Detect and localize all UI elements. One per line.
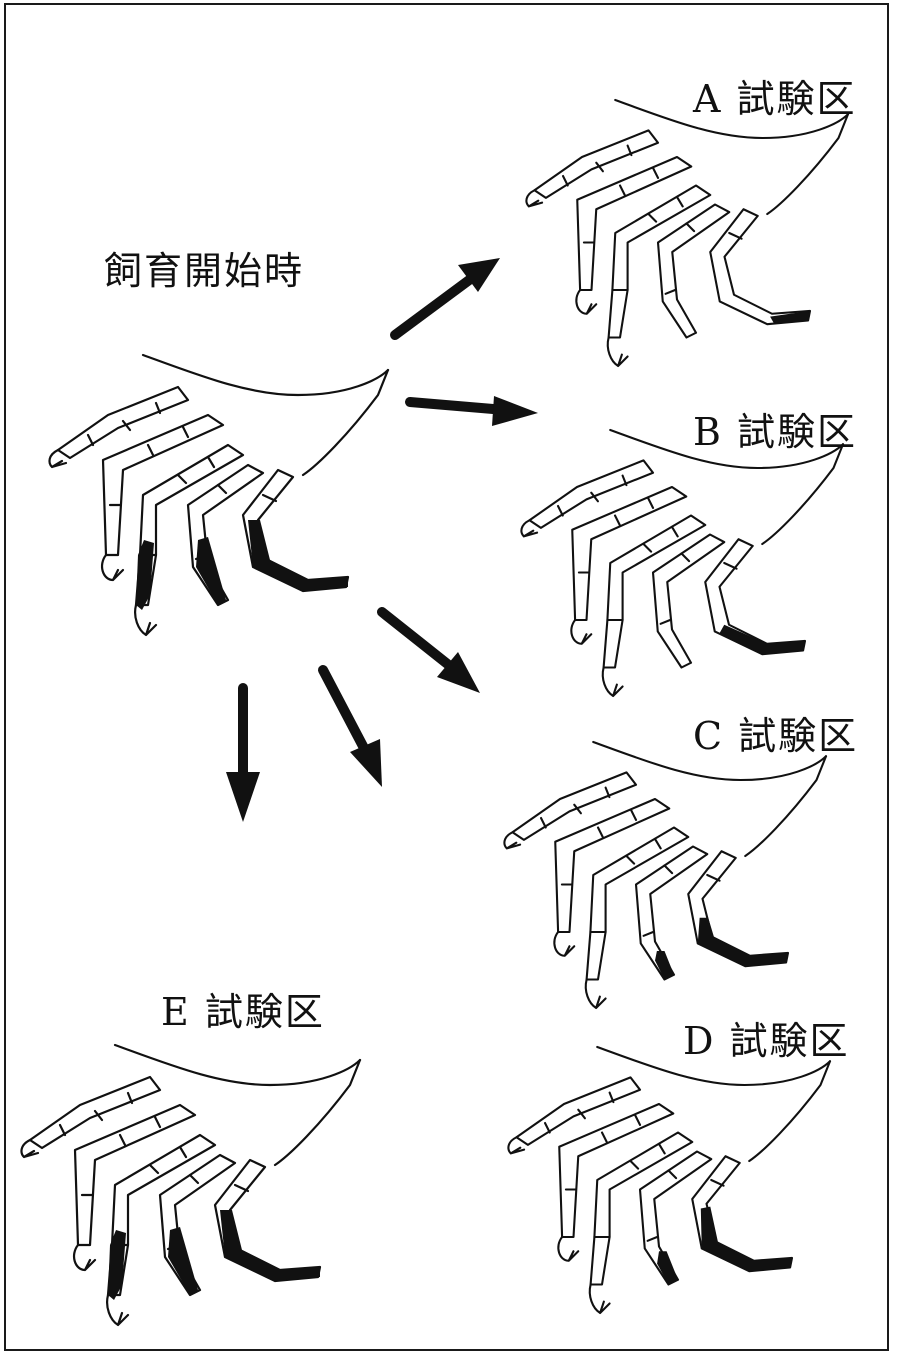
arrow-to-b: [410, 396, 538, 426]
start-dark-segment-3: [248, 520, 348, 591]
group-e-dark-segment-1: [108, 1230, 126, 1300]
group-d-dark-tip: [657, 1251, 678, 1284]
group-b-dark-tip: [720, 625, 806, 654]
arrow-to-e: [226, 688, 260, 822]
arrow-to-a: [395, 258, 500, 335]
group-c-dark-tip: [655, 951, 674, 980]
group-c-dark-segment: [698, 918, 788, 966]
start-leg-cluster: [50, 355, 388, 635]
group-a-leg-cluster: [526, 100, 848, 366]
group-e-dark-segment-3: [220, 1210, 320, 1281]
group-c-leg-cluster: [504, 742, 826, 1008]
group-d-leg-cluster: [508, 1047, 830, 1313]
start-dark-segment-1: [136, 540, 154, 610]
arrow-to-d: [323, 670, 382, 787]
group-d-dark-segment: [701, 1207, 792, 1272]
group-e-leg-cluster: [22, 1045, 360, 1325]
arrow-to-c: [382, 612, 480, 693]
group-b-leg-cluster: [521, 430, 843, 696]
